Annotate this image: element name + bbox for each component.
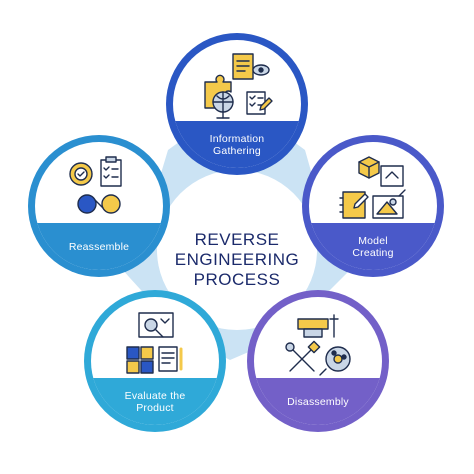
step-label-line-2: Gathering: [213, 144, 261, 157]
step-label-band: Evaluate the Product: [91, 378, 219, 425]
center-disc: [157, 170, 317, 330]
step-label-band: Model Creating: [309, 223, 437, 270]
title-line-3: PROCESS: [193, 270, 281, 289]
step-label-line-2: Product: [136, 401, 174, 414]
step-label-line-2: Creating: [352, 246, 394, 259]
cube-model-icon: [358, 156, 404, 187]
step-model-creating: Model Creating: [302, 135, 444, 277]
notebook-icon: [339, 191, 369, 219]
step-reassemble: Reassemble: [28, 135, 170, 277]
analysis-board-icon: [138, 312, 174, 338]
connection-icon: [77, 194, 121, 214]
clipboard-icon: [100, 156, 122, 187]
step-label-line-1: Model: [358, 234, 388, 247]
grid-blocks-icon: [126, 346, 154, 374]
step-label-band: Disassembly: [254, 378, 382, 425]
globe-icon: [212, 91, 234, 119]
step-evaluate-the-product: Evaluate the Product: [84, 290, 226, 432]
gear-check-icon: [69, 162, 93, 186]
step-disc: Information Gathering: [173, 40, 301, 168]
step-label-line-1: Evaluate the: [124, 389, 186, 402]
vise-icon: [297, 314, 339, 338]
checklist-icon: [246, 91, 273, 115]
step-disc: Model Creating: [309, 142, 437, 270]
diagram-title: REVERSE ENGINEERING PROCESS: [167, 230, 307, 290]
crossed-tools-icon: [285, 340, 321, 372]
report-icon: [158, 346, 183, 372]
title-line-2: ENGINEERING: [174, 250, 300, 269]
step-disc: Disassembly: [254, 297, 382, 425]
step-label-line-1: Reassemble: [68, 240, 130, 253]
documents-icon: [232, 53, 270, 80]
step-disc: Reassemble: [35, 142, 163, 270]
step-label-line-1: Information: [209, 132, 265, 145]
step-label-line-1: Disassembly: [287, 395, 349, 408]
step-label-band: Reassemble: [35, 223, 163, 270]
step-disc: Evaluate the Product: [91, 297, 219, 425]
drafting-tools-icon: [372, 189, 406, 219]
step-disassembly: Disassembly: [247, 290, 389, 432]
title-line-1: REVERSE: [194, 230, 280, 249]
gear-parts-icon: [319, 346, 351, 376]
step-information-gathering: Information Gathering: [166, 33, 308, 175]
step-label-band: Information Gathering: [173, 121, 301, 168]
